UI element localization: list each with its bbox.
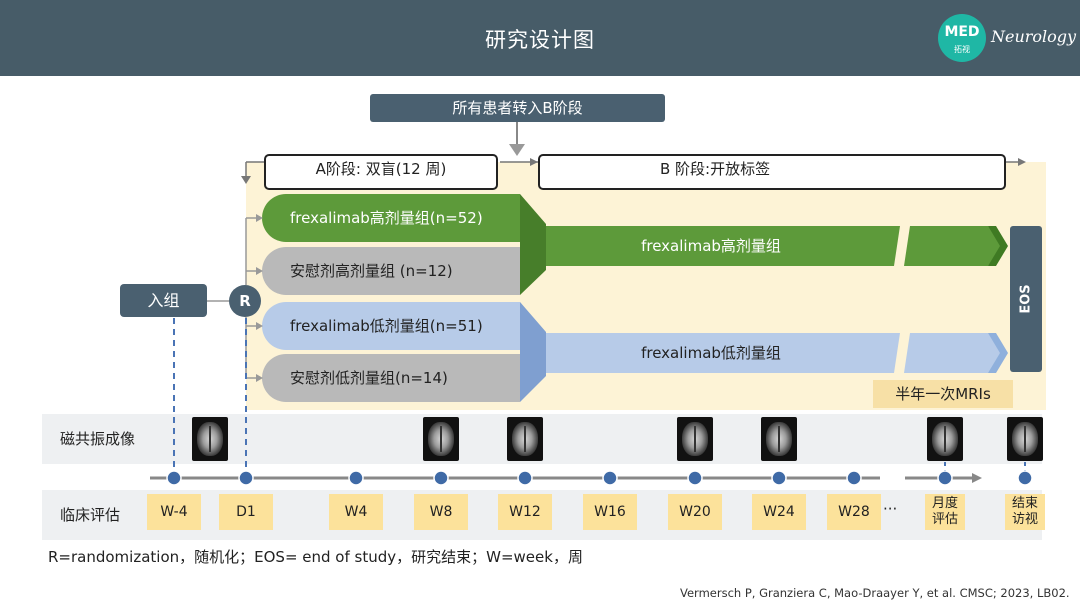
timepoint-dot-w12 (517, 470, 533, 486)
page-title: 研究设计图 (485, 28, 595, 52)
timepoint-dot-w-4 (166, 470, 182, 486)
arm-placebo-low: 安慰剂低剂量组(n=14) (262, 354, 520, 402)
semiannual-mri-note: 半年一次MRIs (873, 380, 1013, 408)
timeline-ellipsis: ··· (883, 500, 898, 518)
logo-neurology-text: Neurology (991, 27, 1077, 46)
logo-sub-text: 拓视 (954, 45, 970, 54)
week-label-w20: W20 (668, 494, 722, 530)
week-label-end-visit: 结束 访视 (1005, 494, 1045, 530)
end-visit-line-1: 结束 (1011, 496, 1038, 511)
timepoint-dot-w28 (846, 470, 862, 486)
timepoint-dot-monthly (937, 470, 953, 486)
timepoint-dot-w24 (771, 470, 787, 486)
phase-b-low-dose-stream: frexalimab低剂量组 (641, 344, 781, 362)
timepoint-dot-w4 (348, 470, 364, 486)
mri-scan-icon (677, 417, 713, 461)
timepoint-dot-w20 (687, 470, 703, 486)
med-logo-icon: MED 拓视 (938, 14, 986, 62)
week-label-w4: W4 (329, 494, 383, 530)
phase-b-header: B 阶段:开放标签 (538, 154, 1006, 190)
monthly-line-1: 月度 (931, 496, 958, 511)
mri-scan-icon (192, 417, 228, 461)
logo-med-text: MED (944, 24, 980, 40)
arm-frexalimab-low: frexalimab低剂量组(n=51) (262, 302, 520, 350)
mri-row-label: 磁共振成像 (60, 430, 136, 448)
timepoint-dot-end (1017, 470, 1033, 486)
week-label-w16: W16 (583, 494, 637, 530)
mri-scan-icon (507, 417, 543, 461)
enroll-node: 入组 (120, 284, 207, 317)
phase-a-header: A阶段: 双盲(12 周) (264, 154, 498, 190)
header-bar: 研究设计图 MED 拓视 Neurology (0, 0, 1080, 76)
timepoint-dot-d1 (238, 470, 254, 486)
citation: Vermersch P, Granziera C, Mao-Draayer Y,… (680, 586, 1070, 600)
timepoint-dot-w8 (433, 470, 449, 486)
mri-scan-icon (423, 417, 459, 461)
end-of-study-box: EOS (1010, 226, 1042, 372)
timepoint-dot-w16 (602, 470, 618, 486)
week-label-w24: W24 (752, 494, 806, 530)
mri-scan-icon (761, 417, 797, 461)
clinical-row-label: 临床评估 (60, 506, 121, 524)
monthly-line-2: 评估 (931, 512, 958, 527)
phase-b-high-dose-stream: frexalimab高剂量组 (641, 237, 781, 255)
mri-scan-icon (1007, 417, 1043, 461)
arm-placebo-high: 安慰剂高剂量组 (n=12) (262, 247, 520, 295)
arm-frexalimab-high: frexalimab高剂量组(n=52) (262, 194, 520, 242)
week-label-w28: W28 (827, 494, 881, 530)
all-patients-to-phase-b-banner: 所有患者转入B阶段 (370, 94, 665, 122)
week-label-w-4: W-4 (147, 494, 201, 530)
week-label-d1: D1 (219, 494, 273, 530)
week-label-monthly: 月度 评估 (925, 494, 965, 530)
mri-scan-icon (927, 417, 963, 461)
end-visit-line-2: 访视 (1011, 512, 1038, 527)
randomization-node: R (229, 285, 261, 317)
eos-label: EOS (1018, 284, 1034, 314)
abbreviation-footnote: R=randomization，随机化；EOS= end of study，研究… (48, 548, 583, 566)
week-label-w12: W12 (498, 494, 552, 530)
week-label-w8: W8 (414, 494, 468, 530)
